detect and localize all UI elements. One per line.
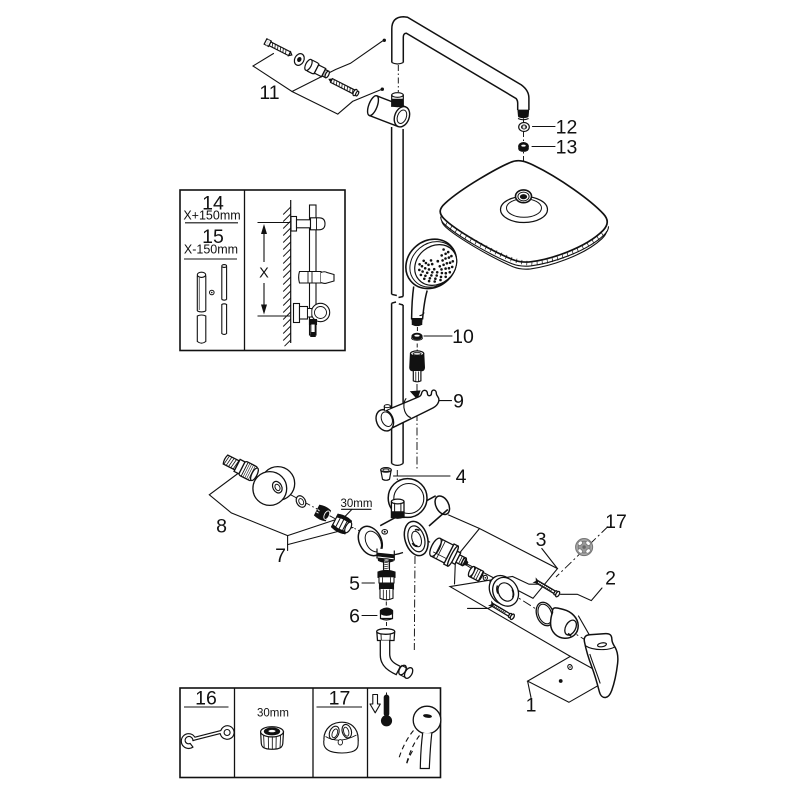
svg-text:17: 17 [605, 511, 627, 533]
svg-text:9: 9 [453, 391, 464, 413]
svg-text:5: 5 [349, 573, 360, 595]
svg-text:7: 7 [275, 545, 286, 567]
svg-text:11: 11 [259, 82, 279, 104]
svg-text:X: X [259, 266, 269, 282]
svg-text:10: 10 [452, 326, 474, 348]
svg-text:12: 12 [556, 117, 578, 139]
svg-text:2: 2 [605, 568, 616, 590]
svg-text:16: 16 [195, 688, 217, 710]
svg-text:13: 13 [556, 137, 578, 159]
svg-text:X+150mm: X+150mm [183, 209, 240, 223]
svg-text:30mm: 30mm [341, 498, 373, 510]
svg-text:8: 8 [216, 516, 227, 538]
svg-text:4: 4 [456, 466, 467, 488]
svg-text:1: 1 [526, 695, 537, 717]
svg-text:17: 17 [329, 688, 351, 710]
svg-text:15: 15 [202, 226, 224, 248]
svg-text:6: 6 [349, 606, 360, 628]
svg-text:14: 14 [202, 193, 224, 215]
svg-text:X-150mm: X-150mm [184, 243, 238, 257]
svg-text:30mm: 30mm [257, 708, 289, 720]
svg-text:3: 3 [536, 529, 547, 551]
